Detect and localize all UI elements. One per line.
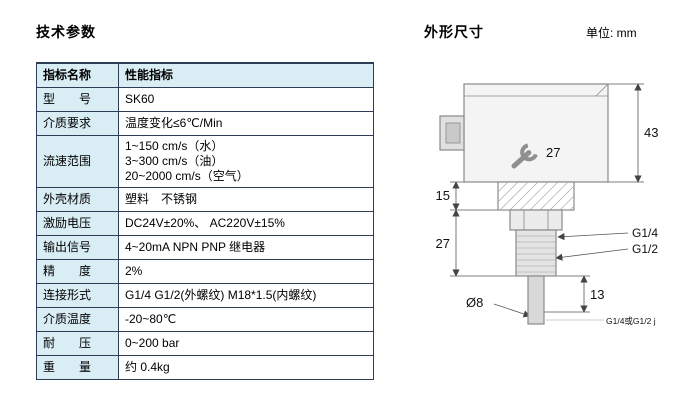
- table-header-row: 指标名称 性能指标: [36, 62, 374, 88]
- thread-g14-label: G1/4: [632, 226, 658, 240]
- spec-name-cell: 输出信号: [36, 235, 119, 260]
- spec-name-cell: 型 号: [36, 87, 119, 112]
- spec-value-cell: 4~20mA NPN PNP 继电器: [118, 235, 374, 260]
- hatch-pattern: [497, 181, 575, 211]
- wrench-icon: [511, 143, 538, 169]
- mounting-flange: [497, 181, 575, 211]
- spec-value-cell: DC24V±20%、 AC220V±15%: [118, 211, 374, 236]
- left-section-title: 技术参数: [36, 24, 96, 40]
- spec-name-cell: 精 度: [36, 259, 119, 284]
- right-section-title: 外形尺寸: [424, 24, 484, 40]
- table-row: 输出信号 4~20mA NPN PNP 继电器: [36, 235, 374, 260]
- table-row: 介质要求 温度变化≤6℃/Min: [36, 111, 374, 136]
- spec-value-cell: SK60: [118, 87, 374, 112]
- table-row: 精 度 2%: [36, 259, 374, 284]
- thread-g12-label: G1/2: [632, 242, 658, 256]
- threaded-section: [515, 229, 557, 277]
- dim-27-label: 27: [436, 236, 450, 251]
- spec-value-cell: 1~150 cm/s（水） 3~300 cm/s（油） 20~2000 cm/s…: [118, 135, 374, 188]
- dimension-drawing: 43 27 15 27 G1/4 G1/2 13 Ø8 G1/4或G1/2 j: [406, 44, 694, 392]
- spec-value-cell: -20~80℃: [118, 307, 374, 332]
- probe-rod: [527, 275, 545, 325]
- spec-name-cell: 重 量: [36, 355, 119, 380]
- probe-diameter-label: Ø8: [466, 295, 483, 310]
- table-row: 外壳材质 塑料 不锈钢: [36, 187, 374, 212]
- spec-name-cell: 流速范围: [36, 135, 119, 188]
- spec-value-cell: 2%: [118, 259, 374, 284]
- spec-table: 指标名称 性能指标 型 号 SK60 介质要求 温度变化≤6℃/Min 流速范围…: [36, 62, 374, 380]
- spec-value-cell: 塑料 不锈钢: [118, 187, 374, 212]
- table-row: 介质温度 -20~80℃: [36, 307, 374, 332]
- spec-name-cell: 外壳材质: [36, 187, 119, 212]
- spec-value-cell: 约 0.4kg: [118, 355, 374, 380]
- table-row: 连接形式 G1/4 G1/2(外螺纹) M18*1.5(内螺纹): [36, 283, 374, 308]
- sensor-outline-svg: 43 27 15 27 G1/4 G1/2 13 Ø8 G1/4或G1/2 j: [436, 83, 658, 326]
- spec-name-cell: 激励电压: [36, 211, 119, 236]
- spec-name-cell: 耐 压: [36, 331, 119, 356]
- dim-15-label: 15: [436, 188, 450, 203]
- spec-name-cell: 介质要求: [36, 111, 119, 136]
- sensor-part: [439, 83, 609, 325]
- hex-nut: [509, 209, 563, 231]
- header-name-cell: 指标名称: [36, 62, 119, 88]
- sensor-body: [463, 83, 609, 183]
- table-row: 激励电压 DC24V±20%、 AC220V±15%: [36, 211, 374, 236]
- spec-name-cell: 连接形式: [36, 283, 119, 308]
- wrench-size-label: 27: [546, 145, 560, 160]
- thread-ridges: [516, 235, 556, 273]
- spec-value-cell: 0~200 bar: [118, 331, 374, 356]
- dim-43-label: 43: [644, 125, 658, 140]
- unit-label: 单位: mm: [586, 26, 637, 40]
- dim-13-label: 13: [590, 287, 604, 302]
- spec-value-cell: G1/4 G1/2(外螺纹) M18*1.5(内螺纹): [118, 283, 374, 308]
- drawing-footnote: G1/4或G1/2 j: [606, 316, 656, 326]
- table-row: 型 号 SK60: [36, 87, 374, 112]
- spec-name-cell: 介质温度: [36, 307, 119, 332]
- table-row: 流速范围 1~150 cm/s（水） 3~300 cm/s（油） 20~2000…: [36, 135, 374, 188]
- table-row: 耐 压 0~200 bar: [36, 331, 374, 356]
- header-value-cell: 性能指标: [118, 62, 374, 88]
- table-row: 重 量 约 0.4kg: [36, 355, 374, 380]
- spec-value-cell: 温度变化≤6℃/Min: [118, 111, 374, 136]
